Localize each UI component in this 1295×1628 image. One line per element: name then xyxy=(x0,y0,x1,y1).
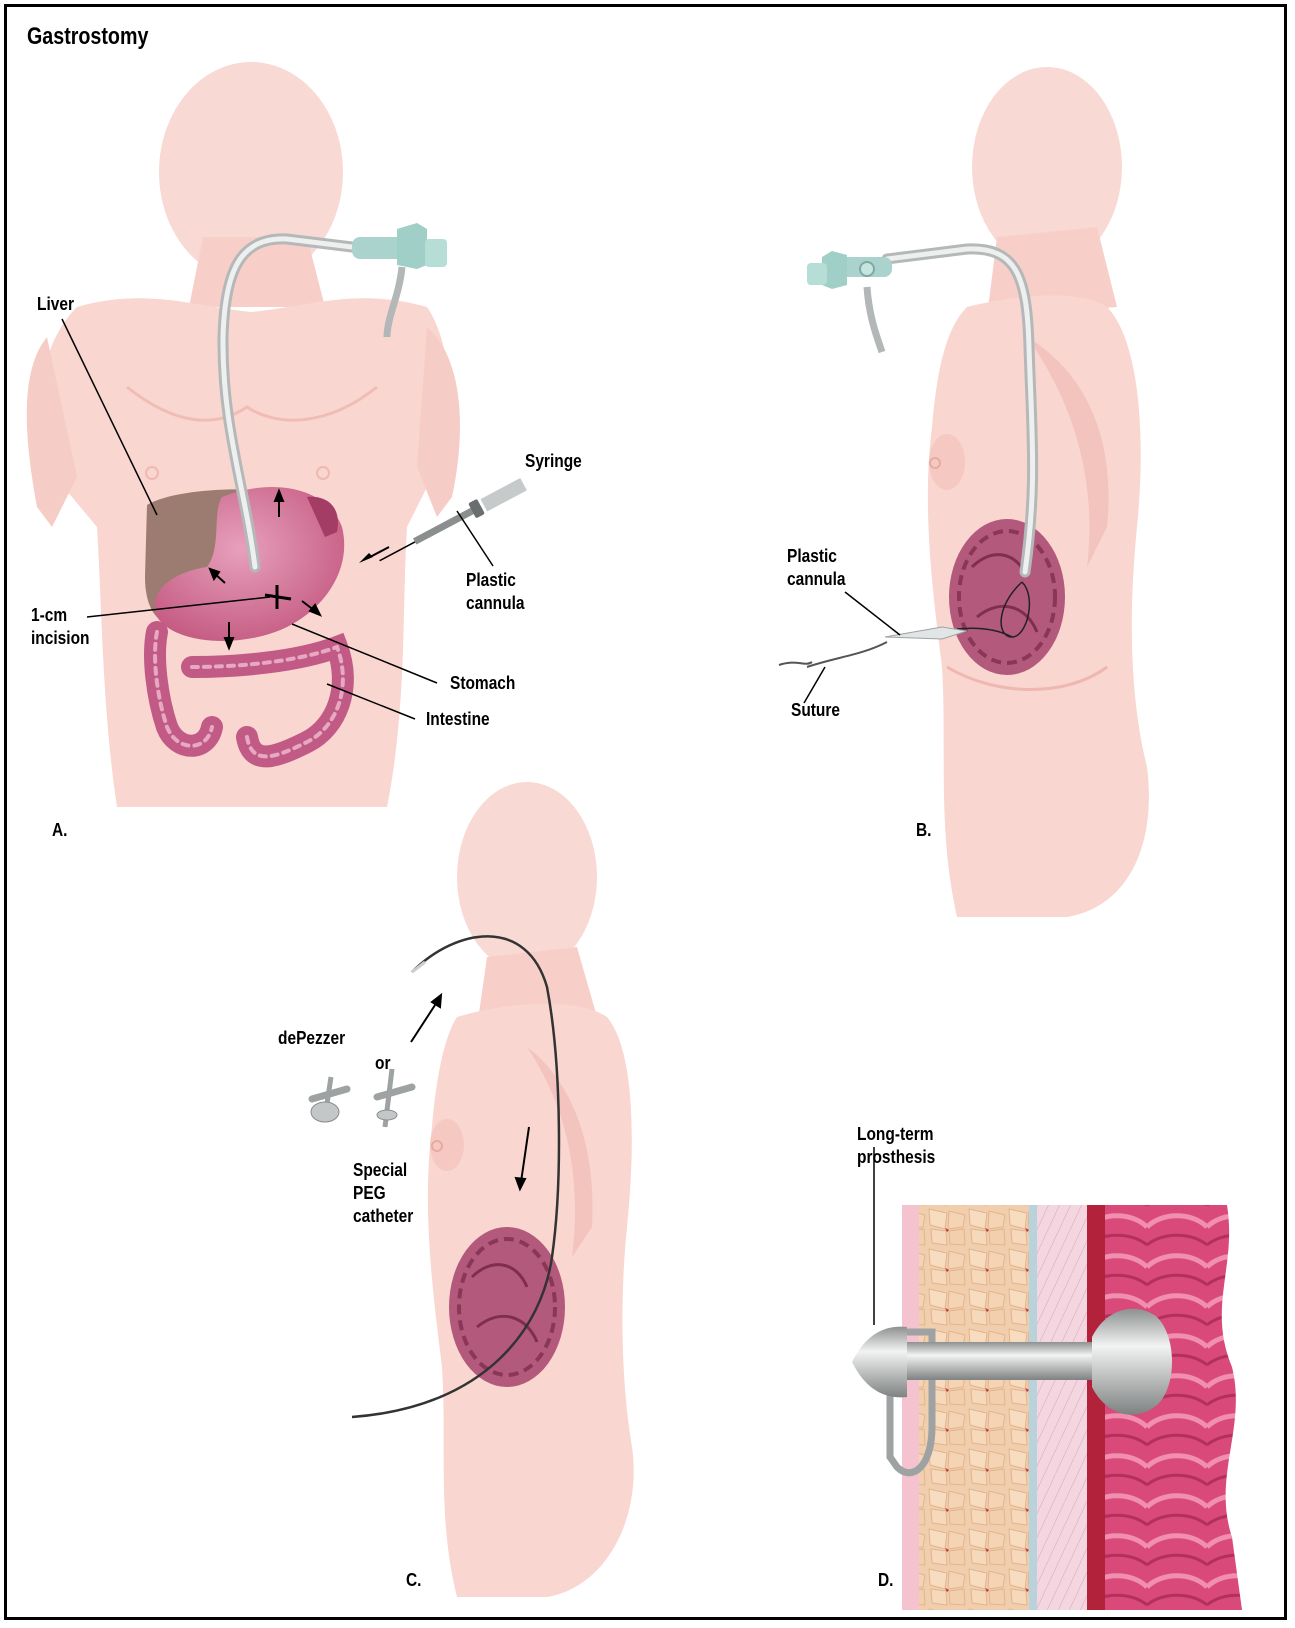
label-special-peg-catheter: Special PEG catheter xyxy=(353,1159,413,1228)
figure-title: Gastrostomy xyxy=(27,23,148,51)
panel-letter-c: C. xyxy=(406,1569,421,1592)
panel-a-figure xyxy=(27,62,528,807)
label-liver: Liver xyxy=(37,293,74,316)
label-incision: 1-cm incision xyxy=(31,604,89,650)
label-intestine: Intestine xyxy=(426,708,490,731)
label-long-term-prosthesis: Long-term prosthesis xyxy=(857,1123,935,1169)
label-or: or xyxy=(375,1052,390,1075)
gastrostomy-illustration xyxy=(7,7,1287,1620)
panel-d-figure xyxy=(852,1147,1242,1610)
panel-letter-b: B. xyxy=(916,819,931,842)
label-depezzer: dePezzer xyxy=(278,1027,345,1050)
label-plastic-cannula-a: Plastic cannula xyxy=(466,569,525,615)
label-stomach: Stomach xyxy=(450,672,515,695)
label-suture: Suture xyxy=(791,699,840,722)
figure-frame: Gastrostomy Liver Syringe Plastic cannul… xyxy=(4,4,1287,1620)
panel-b-figure xyxy=(779,67,1149,917)
panel-letter-a: A. xyxy=(52,819,67,842)
panel-letter-d: D. xyxy=(878,1569,893,1592)
label-plastic-cannula-b: Plastic cannula xyxy=(787,545,846,591)
label-syringe: Syringe xyxy=(525,450,582,473)
